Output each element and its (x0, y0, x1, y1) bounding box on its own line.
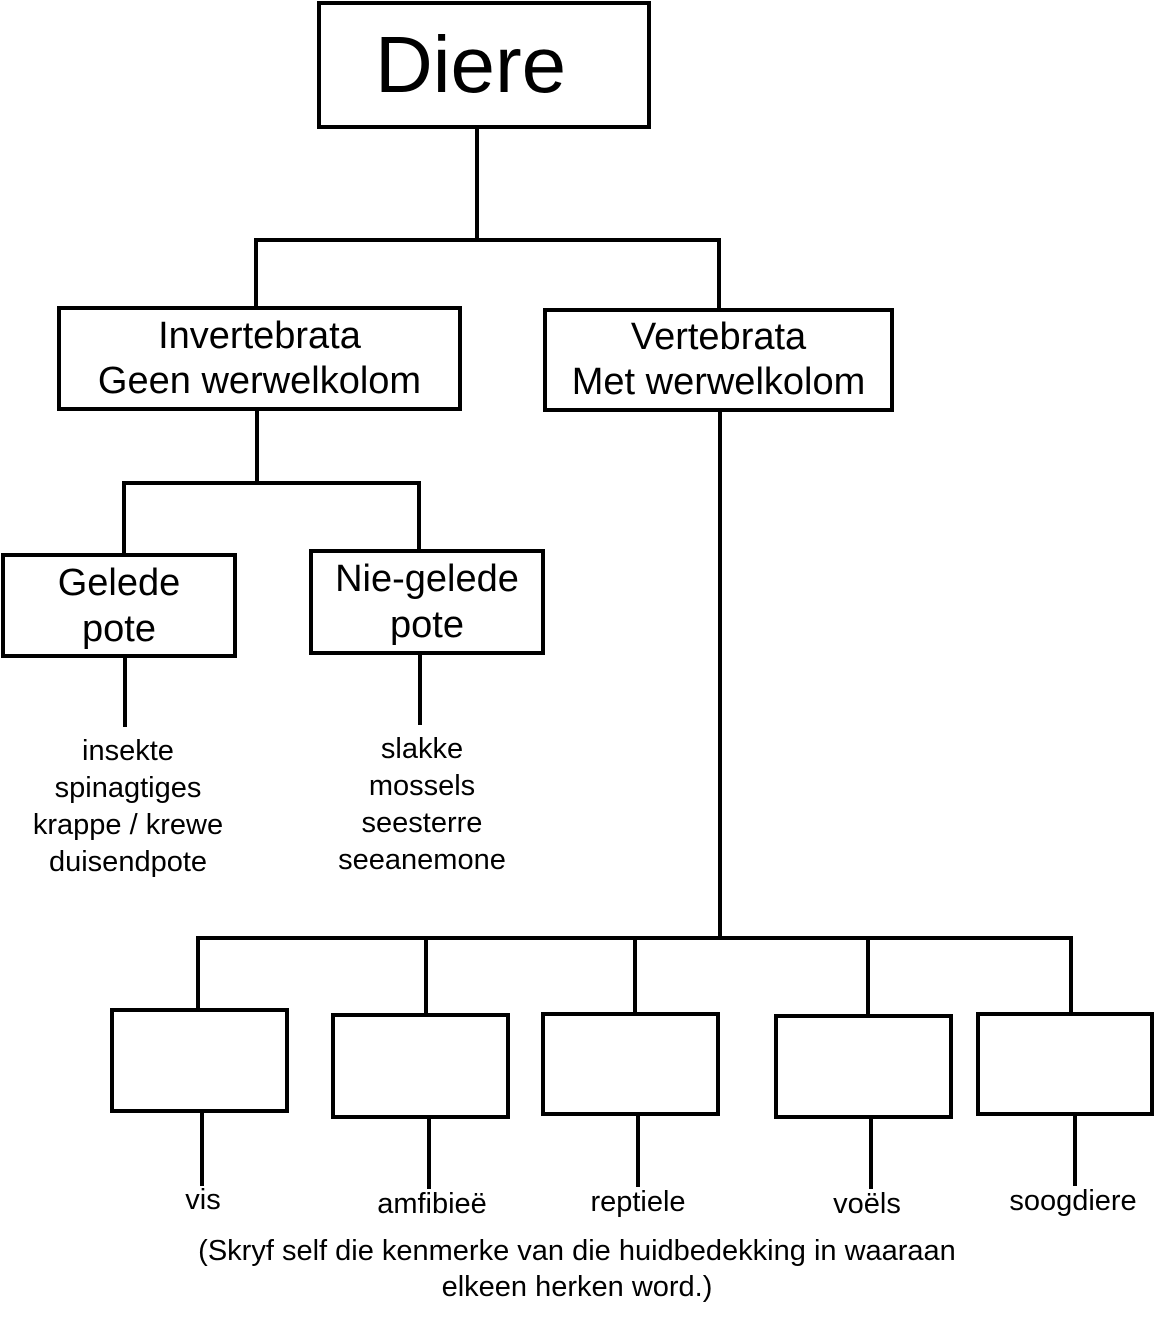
gelede-pote-title: Gelede (57, 561, 181, 604)
instruction-line: elkeen herken word.) (441, 1271, 713, 1303)
example-item: seesterre (361, 807, 483, 839)
vertebrata-subtitle: Met werwelkolom (571, 361, 866, 403)
invertebrata-subtitle: Geen werwelkolom (97, 359, 422, 402)
invertebrata-title: Invertebrata (158, 314, 361, 357)
class-label-reptiele: reptiele (590, 1186, 686, 1218)
nie-gelede-pote-title: Nie-gelede (335, 558, 519, 600)
example-item: duisendpote (48, 846, 208, 878)
vertebrata-box: Vertebrata Met werwelkolom (543, 308, 894, 412)
nie-gelede-pote-box: Nie-gelede pote (309, 549, 545, 655)
class-label-amfibiee: amfibieë (377, 1188, 487, 1220)
example-item: spinagtiges (54, 772, 202, 804)
instruction-note: (Skryf self die kenmerke van die huidbed… (0, 1233, 1154, 1305)
voels-answer-box[interactable] (774, 1014, 953, 1119)
gelede-pote-subtitle: pote (82, 607, 156, 650)
invertebrata-box: Invertebrata Geen werwelkolom (57, 306, 462, 411)
vis-answer-box[interactable] (110, 1008, 289, 1113)
vertebrata-title: Vertebrata (630, 316, 807, 358)
example-item: slakke (380, 733, 464, 765)
example-item: krappe / krewe (32, 809, 224, 841)
example-item: seeanemone (338, 844, 506, 876)
root-label: Diere (375, 20, 567, 109)
gelede-pote-box: Gelede pote (1, 553, 237, 658)
soogdiere-answer-box[interactable] (976, 1012, 1154, 1116)
example-item: mossels (368, 770, 476, 802)
class-label-voels: voëls (833, 1188, 901, 1220)
class-label-vis: vis (185, 1184, 221, 1216)
root-box: Diere (317, 1, 651, 129)
nie-gelede-pote-subtitle: pote (390, 604, 464, 646)
nie-gelede-pote-examples: slakke mossels seesterre seeanemone (292, 731, 552, 879)
example-item: insekte (82, 735, 174, 767)
gelede-pote-examples: insekte spinagtiges krappe / krewe duise… (0, 733, 256, 881)
instruction-line: (Skryf self die kenmerke van die huidbed… (198, 1235, 956, 1267)
amfibiee-answer-box[interactable] (331, 1013, 510, 1119)
class-label-soogdiere: soogdiere (1009, 1185, 1137, 1217)
reptiele-answer-box[interactable] (541, 1012, 720, 1116)
